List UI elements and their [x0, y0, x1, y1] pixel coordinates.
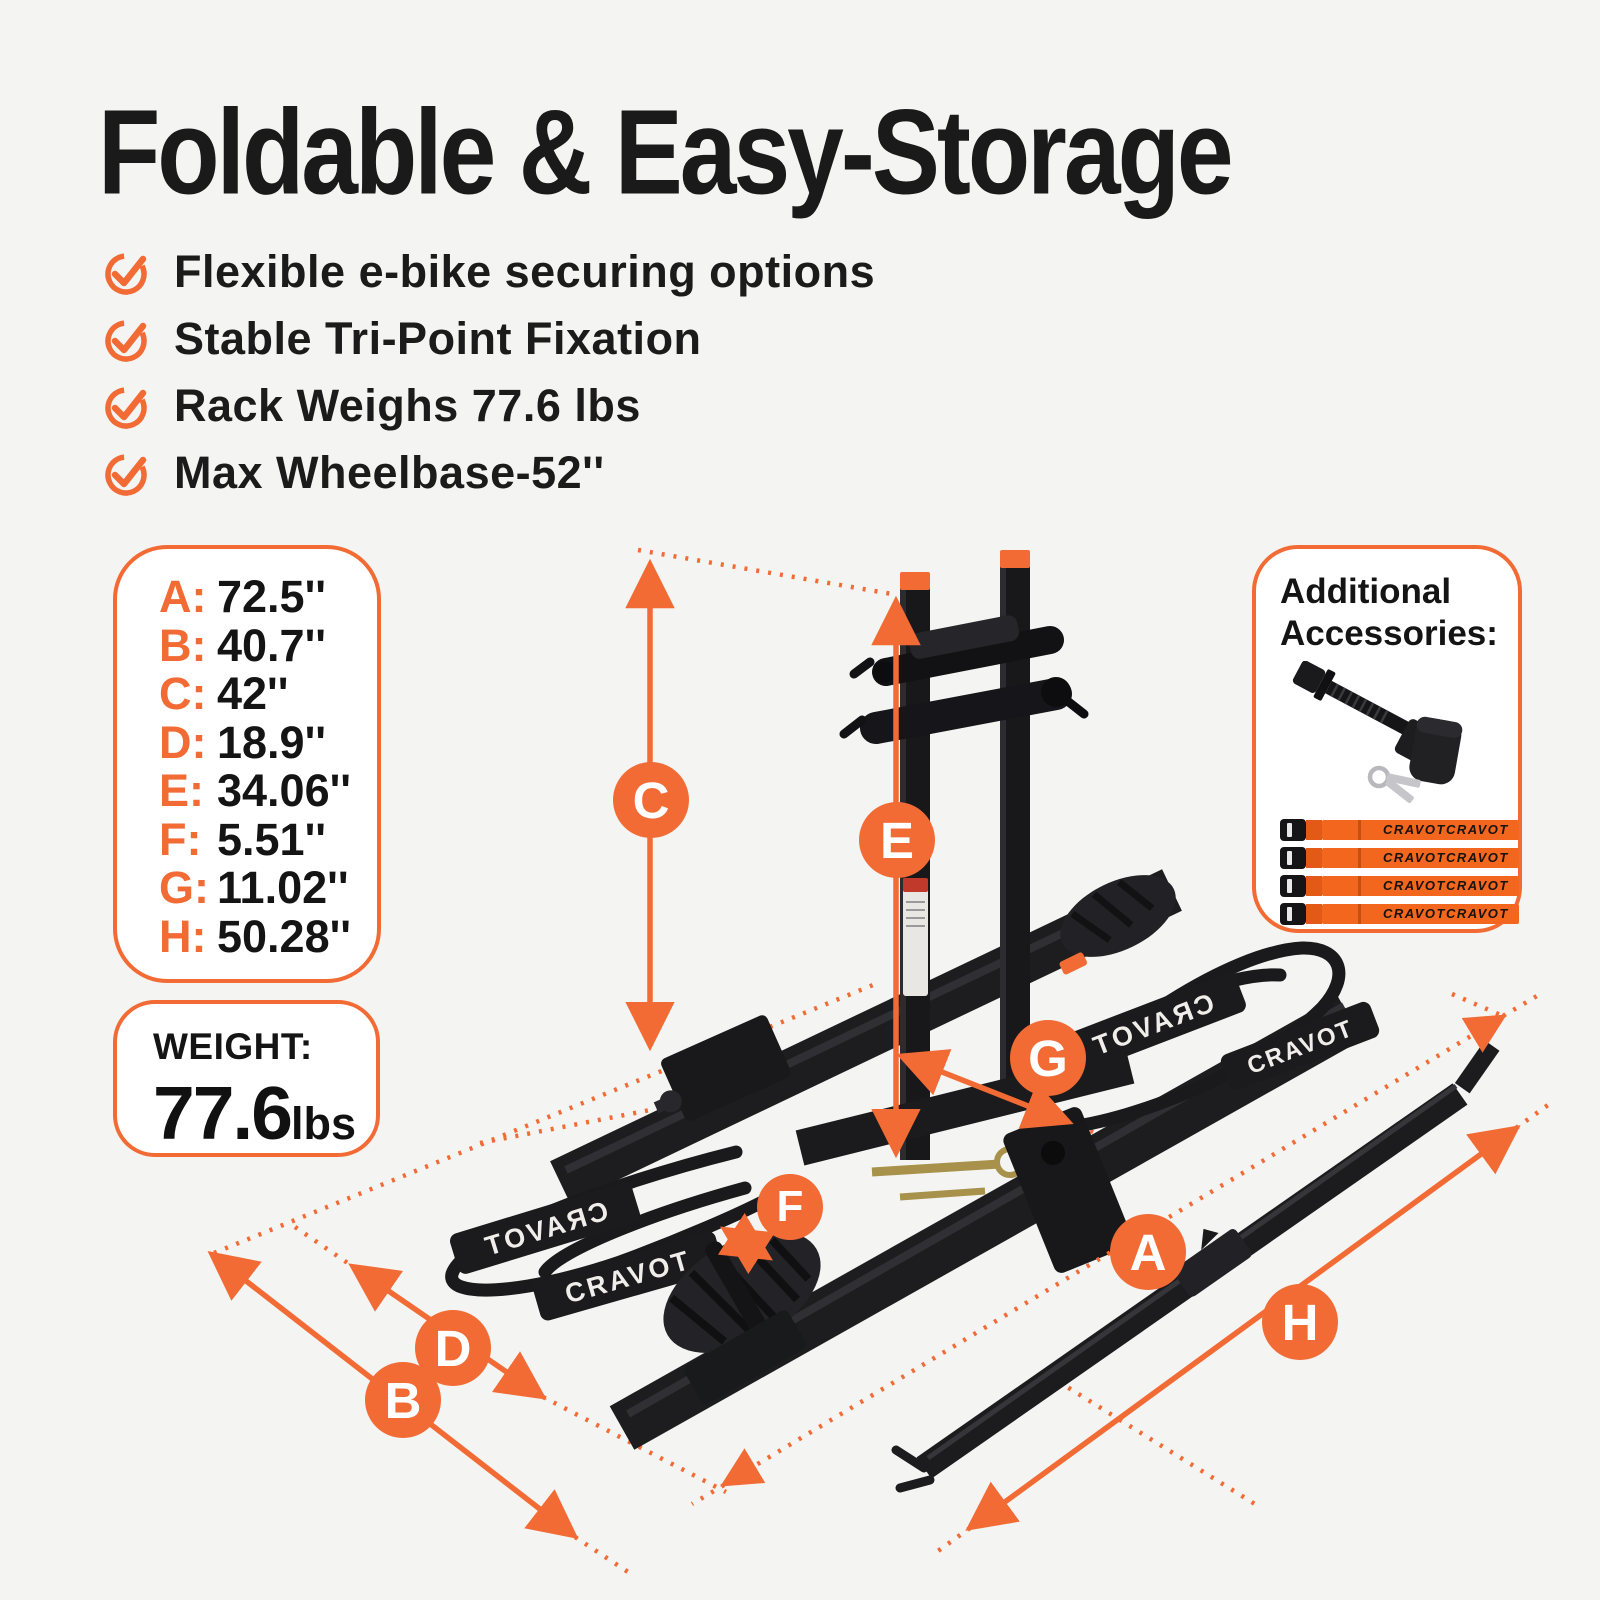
bolt-washer	[1313, 669, 1336, 701]
feature-list: Flexible e-bike securing options Stable …	[102, 238, 875, 506]
dimension-item: F: 5.51''	[159, 813, 377, 865]
dimension-label-E: E	[859, 802, 935, 878]
dimensions-box: A:72.5''B:40.7''C:42''D:18.9''E:34.06''F…	[113, 545, 381, 983]
page-title: Foldable & Easy-Storage	[98, 85, 1234, 220]
dimension-item: G:11.02''	[159, 862, 377, 913]
hitch-lock-pin-icon	[1292, 661, 1463, 804]
dimension-value: 18.9''	[217, 716, 326, 768]
dimension-item: H:50.28''	[159, 910, 377, 962]
feature-item: Rack Weighs 77.6 lbs	[102, 372, 875, 439]
dimension-value: 11.02''	[217, 862, 349, 913]
weight-unit: lbs	[290, 1098, 357, 1149]
weight-value: 77.6	[153, 1071, 293, 1155]
feature-item: Flexible e-bike securing options	[102, 238, 875, 305]
velcro-strap: CRAVOT CRAVOT	[1280, 902, 1519, 925]
dimension-value: 5.51''	[217, 813, 326, 865]
feature-label: Max Wheelbase-52''	[174, 446, 605, 498]
strap-brand: CRAVOT	[1383, 878, 1446, 893]
dimension-value: 34.06''	[217, 765, 352, 816]
weight-label: WEIGHT:	[153, 1026, 313, 1067]
dimension-label-C: C	[613, 762, 689, 838]
frame-clamp-arms	[839, 615, 1089, 744]
velcro-strap: CRAVOT CRAVOT	[1280, 818, 1519, 841]
accessories-title: Additional Accessories:	[1280, 572, 1498, 653]
dimension-value: 50.28''	[217, 910, 352, 962]
dimension-label-H: H	[1262, 1284, 1338, 1360]
velcro-strap: CRAVOT CRAVOT	[1280, 874, 1519, 897]
strap-brand: CRAVOT	[1445, 906, 1509, 921]
hitch-pin	[871, 1159, 1001, 1177]
dimension-item: C:42''	[159, 668, 377, 719]
weight-box: WEIGHT: 77.6lbs	[113, 1000, 380, 1157]
strap-brand: CRAVOT	[1383, 822, 1446, 837]
dimension-label-D: D	[415, 1310, 491, 1386]
bolt-head	[1292, 661, 1326, 693]
lock-cylinder	[1409, 716, 1463, 785]
check-icon	[105, 252, 147, 295]
strap-brand: CRAVOT	[1445, 878, 1509, 893]
accessories-box: Additional Accessories: CRAVOT	[1252, 545, 1522, 933]
strap-buckle-icon	[1280, 846, 1306, 869]
dimension-list: A:72.5''B:40.7''C:42''D:18.9''E:34.06''F…	[159, 571, 377, 962]
dimension-key: H:	[159, 910, 207, 962]
strap-brand: CRAVOT	[1383, 850, 1446, 865]
strap-buckle-icon	[1280, 902, 1306, 925]
strap-brand: CRAVOT	[1445, 822, 1509, 837]
keys	[1367, 765, 1421, 804]
rear-wheel-chock	[1059, 875, 1176, 975]
dimension-key: D:	[159, 716, 207, 768]
dimension-item: A:72.5''	[159, 571, 377, 622]
feature-label: Rack Weighs 77.6 lbs	[174, 379, 641, 431]
dimension-key: F:	[159, 813, 202, 865]
dimension-value: 72.5''	[217, 571, 326, 622]
strap-buckle-icon	[1280, 874, 1306, 897]
strap-brand: CRAVOT	[1383, 906, 1446, 921]
dimension-value: 40.7''	[217, 619, 326, 671]
dimension-value: 42''	[217, 668, 289, 719]
dimension-key: A:	[159, 571, 207, 622]
velcro-strap: CRAVOT CRAVOT	[1280, 846, 1519, 869]
dimension-key: B:	[159, 619, 207, 671]
mast-cap-orange	[900, 572, 930, 590]
feature-label: Stable Tri-Point Fixation	[174, 312, 702, 364]
dimension-item: B:40.7''	[159, 619, 377, 671]
dimension-label-A: A	[1110, 1214, 1186, 1290]
dimension-label-F: F	[757, 1174, 823, 1240]
dimension-key: E:	[159, 765, 204, 816]
dimension-label-G: G	[1010, 1020, 1086, 1096]
brand-plate: CRAVOT	[1220, 1001, 1380, 1091]
dimension-item: E: 34.06''	[159, 765, 377, 816]
dimension-key: C:	[159, 668, 207, 719]
feature-item: Max Wheelbase-52''	[102, 439, 875, 506]
warning-sticker	[903, 878, 928, 996]
brand-logo-mirrored: CRAVOT	[479, 1196, 612, 1263]
check-icon	[105, 319, 147, 362]
dimension-item: D:18.9''	[159, 716, 377, 768]
dimension-key: G:	[159, 862, 209, 913]
mast-cap-orange	[1000, 550, 1030, 568]
check-icon	[105, 453, 147, 496]
strap-buckle-icon	[1280, 818, 1306, 841]
feature-item: Stable Tri-Point Fixation	[102, 305, 875, 372]
strap-brand: CRAVOT	[1445, 850, 1509, 865]
feature-label: Flexible e-bike securing options	[174, 245, 876, 297]
strap-list: CRAVOT CRAVOT CRAVOT CRAVOT CRAVOT CRAVO…	[1280, 818, 1519, 925]
strap-buckle-orange	[1059, 952, 1087, 975]
check-icon	[105, 386, 147, 429]
